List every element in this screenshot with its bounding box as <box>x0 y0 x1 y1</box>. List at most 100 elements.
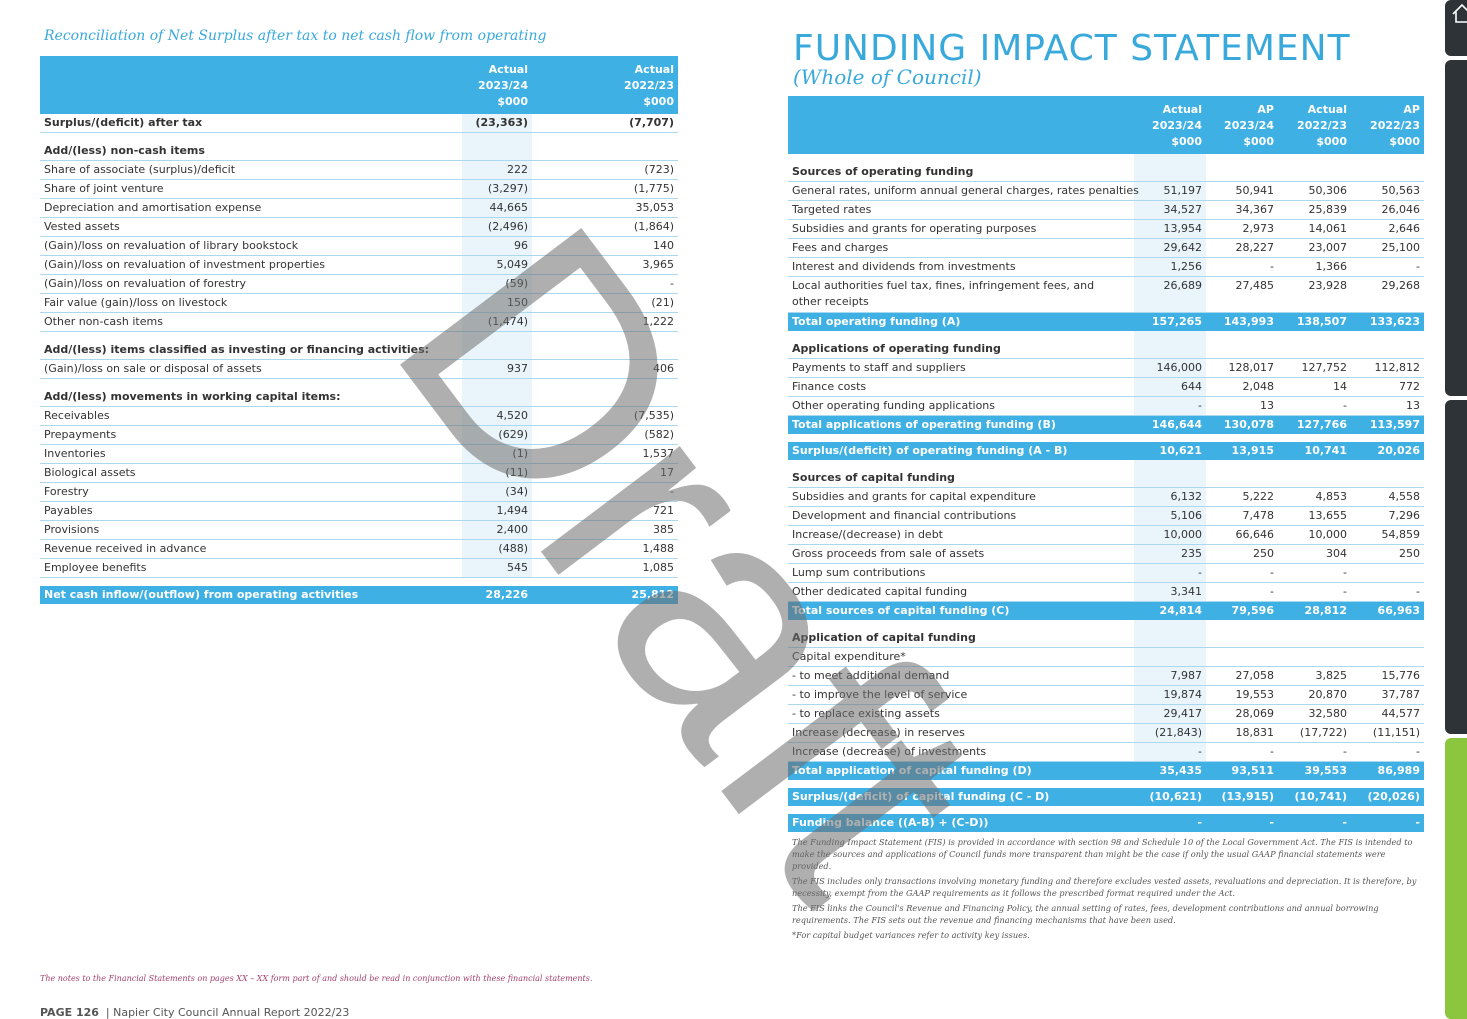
row-label: Payments to staff and suppliers <box>788 358 1134 378</box>
row-label-text: other receipts <box>792 295 869 308</box>
fis-note: *For capital budget variances refer to a… <box>792 930 1030 940</box>
value-cell: 23,928 <box>1278 276 1351 313</box>
value-cell: 133,623 <box>1351 312 1424 331</box>
value-cell: 28,069 <box>1206 704 1278 724</box>
value-cell: 13,655 <box>1278 506 1351 526</box>
value-cell: (1) <box>462 444 532 464</box>
value-cell: 4,558 <box>1351 487 1424 507</box>
value-cell: 19,874 <box>1134 685 1206 705</box>
value-cell: 385 <box>532 520 678 540</box>
value-cell: 19,553 <box>1206 685 1278 705</box>
table-row: Capital expenditure* <box>788 647 1424 667</box>
value-cell: (1,474) <box>462 312 532 332</box>
side-tab-section[interactable] <box>1445 400 1467 734</box>
value-cell: - <box>1134 563 1206 583</box>
value-cell: 937 <box>462 359 532 379</box>
row-label-text: Payments to staff and suppliers <box>792 361 966 374</box>
row-label: Receivables <box>40 406 462 426</box>
reconciliation-title: Reconciliation of Net Surplus after tax … <box>44 28 547 44</box>
row-label: Subsidies and grants for operating purpo… <box>788 219 1134 239</box>
row-label: Development and financial contributions <box>788 506 1134 526</box>
value-cell <box>1134 460 1206 488</box>
row-label-text: Sources of operating funding <box>792 165 974 178</box>
row-label: Total operating funding (A) <box>788 312 1134 331</box>
value-cell: - <box>1351 257 1424 277</box>
side-tab-top[interactable] <box>1445 0 1467 56</box>
row-label: Fair value (gain)/loss on livestock <box>40 293 462 313</box>
value-cell: 24,814 <box>1134 601 1206 620</box>
row-label-text: Capital expenditure* <box>792 650 906 663</box>
row-label: Inventories <box>40 444 462 464</box>
value-cell: 1,366 <box>1278 257 1351 277</box>
table-row <box>788 780 1424 788</box>
table-row: Add/(less) movements in working capital … <box>40 378 678 407</box>
table-row <box>788 434 1424 442</box>
row-label-text: - to improve the level of service <box>792 688 968 701</box>
table-row: Forestry(34)- <box>40 482 678 502</box>
value-cell <box>462 378 532 407</box>
row-label: Local authorities fuel tax, fines, infri… <box>788 276 1134 313</box>
value-cell <box>1351 647 1424 667</box>
row-label: Funding balance ((A-B) + (C-D)) <box>788 814 1134 832</box>
value-cell: 644 <box>1134 377 1206 397</box>
value-cell <box>1351 331 1424 359</box>
row-label-text: Finance costs <box>792 380 867 393</box>
value-cell <box>1278 620 1351 648</box>
fis-note: The Funding Impact Statement (FIS) is pr… <box>792 837 1413 871</box>
value-cell: - <box>1351 742 1424 762</box>
table-row: Total application of capital funding (D)… <box>788 761 1424 780</box>
value-cell: 2,048 <box>1206 377 1278 397</box>
row-label-text: Total application of capital funding (D) <box>792 764 1032 777</box>
value-cell: 27,485 <box>1206 276 1278 313</box>
value-cell: 66,646 <box>1206 525 1278 545</box>
row-label: Other non-cash items <box>40 312 462 332</box>
table-row: Inventories(1)1,537 <box>40 444 678 464</box>
row-label: Add/(less) non-cash items <box>40 132 462 161</box>
funding-impact-subtitle: (Whole of Council) <box>793 65 982 89</box>
value-cell: 146,000 <box>1134 358 1206 378</box>
value-cell: 27,058 <box>1206 666 1278 686</box>
value-cell: 7,987 <box>1134 666 1206 686</box>
value-cell: (488) <box>462 539 532 559</box>
row-label: Surplus/(deficit) after tax <box>40 114 462 133</box>
table-row: Add/(less) items classified as investing… <box>40 331 678 360</box>
row-label: Increase (decrease) of investments <box>788 742 1134 762</box>
value-cell: 17 <box>532 463 678 483</box>
row-label: Surplus/(deficit) of capital funding (C … <box>788 788 1134 806</box>
row-label-text: Application of capital funding <box>792 631 976 644</box>
value-cell: 112,812 <box>1351 358 1424 378</box>
table-row: Biological assets(11)17 <box>40 463 678 483</box>
row-label: Provisions <box>40 520 462 540</box>
side-tab-section[interactable] <box>1445 738 1467 1019</box>
table-row: Surplus/(deficit) of capital funding (C … <box>788 788 1424 806</box>
side-tab-section[interactable] <box>1445 60 1467 396</box>
value-cell: - <box>1278 742 1351 762</box>
value-cell: 7,478 <box>1206 506 1278 526</box>
value-cell: 14,061 <box>1278 219 1351 239</box>
value-cell: 86,989 <box>1351 761 1424 780</box>
value-cell: 143,993 <box>1206 312 1278 331</box>
row-label-text: Funding balance ((A-B) + (C-D)) <box>792 816 989 829</box>
row-label: Add/(less) items classified as investing… <box>40 331 462 360</box>
value-cell: 545 <box>462 558 532 578</box>
value-cell: 1,494 <box>462 501 532 521</box>
value-cell: 50,563 <box>1351 181 1424 201</box>
value-cell: 79,596 <box>1206 601 1278 620</box>
row-label: Other operating funding applications <box>788 396 1134 416</box>
value-cell: 5,222 <box>1206 487 1278 507</box>
value-cell: 13,915 <box>1206 442 1278 460</box>
table-row: Lump sum contributions--- <box>788 563 1424 583</box>
row-label: Application of capital funding <box>788 620 1134 648</box>
table-row: Funding balance ((A-B) + (C-D))---- <box>788 814 1424 832</box>
